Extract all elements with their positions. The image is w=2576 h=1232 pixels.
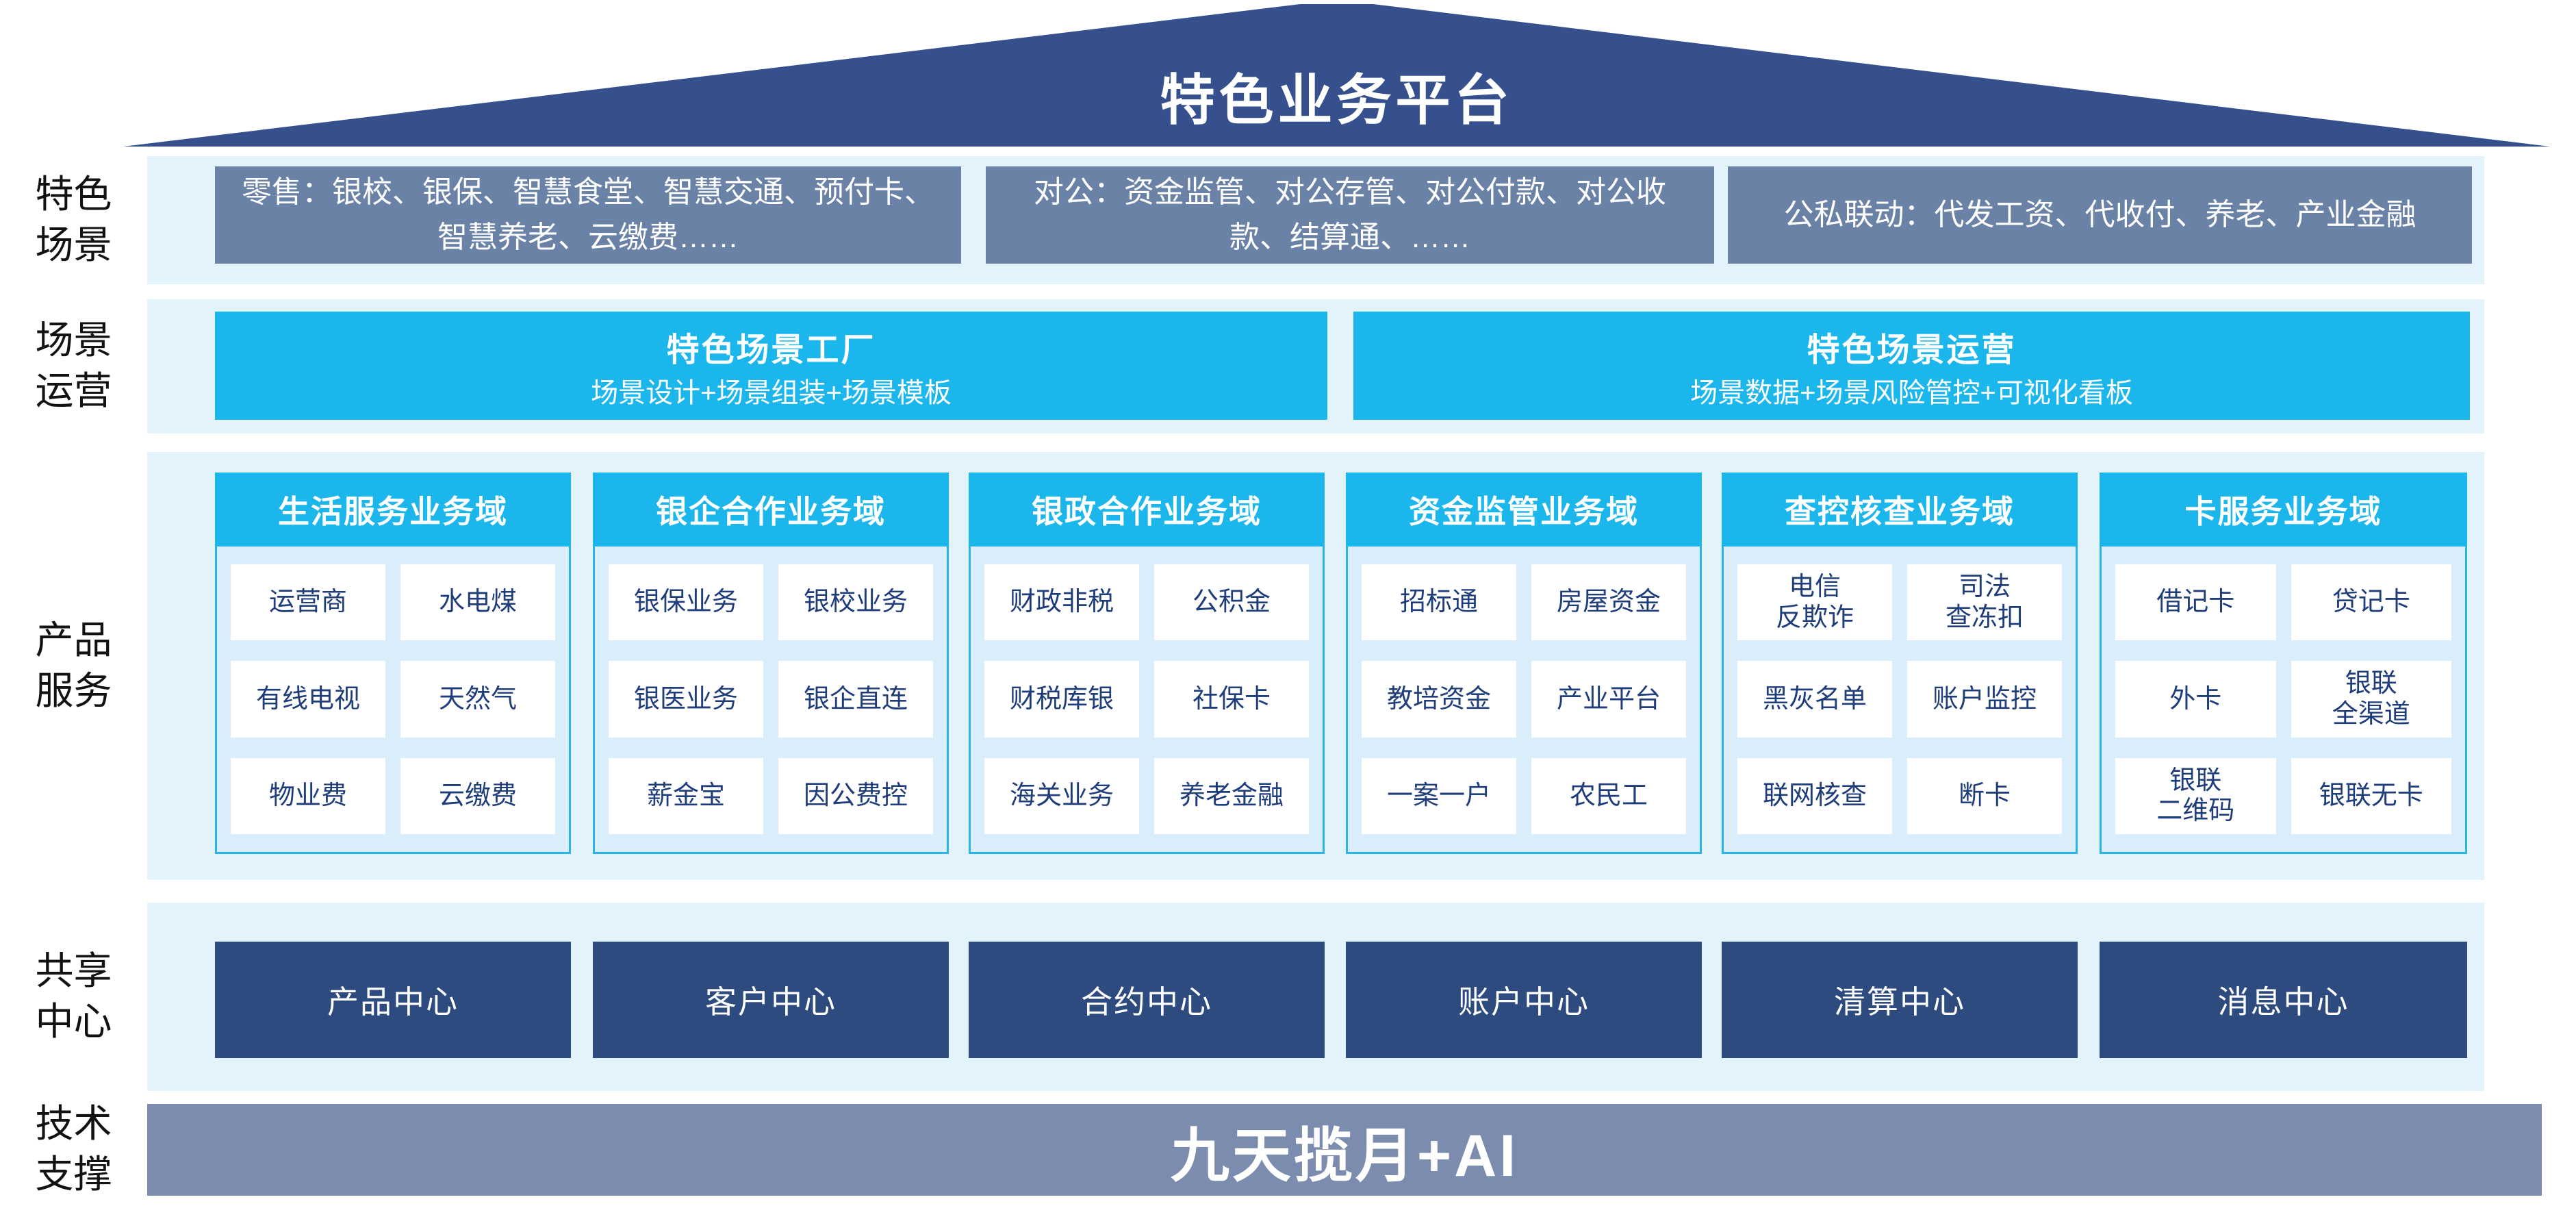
product-cell: 借记卡: [2115, 564, 2276, 641]
share-center-account: 账户中心: [1346, 942, 1702, 1058]
product-column-header: 卡服务业务域: [2100, 473, 2467, 546]
product-column-body: 财政非税 公积金 财税库银 社保卡 海关业务 养老金融: [969, 546, 1325, 854]
operation-box-subtitle: 场景设计+场景组装+场景模板: [591, 378, 952, 408]
share-center-customer: 客户中心: [593, 942, 949, 1058]
tech-support-label: 九天揽月+AI: [1170, 1122, 1519, 1189]
product-column-header: 资金监管业务域: [1346, 473, 1702, 546]
platform-title: 特色业务平台: [1160, 70, 1514, 131]
operation-box-scene-factory: 特色场景工厂 场景设计+场景组装+场景模板: [215, 312, 1327, 420]
operation-box-title: 特色场景运营: [1807, 332, 2017, 368]
product-cell: 房屋资金: [1531, 564, 1686, 641]
product-column-bank-enterprise: 银企合作业务域 银保业务 银校业务 银医业务 银企直连 薪金宝 因公费控: [593, 473, 949, 854]
operation-box-subtitle: 场景数据+场景风险管控+可视化看板: [1690, 378, 2133, 408]
product-cell: 银联 二维码: [2115, 757, 2276, 834]
scene-box-public-private: 公私联动：代发工资、代收付、养老、产业金融: [1728, 166, 2472, 264]
product-cell: 账户监控: [1907, 661, 2062, 738]
product-column-header: 银企合作业务域: [593, 473, 949, 546]
platform-roof: 特色业务平台: [123, 4, 2550, 147]
scene-box-corporate: 对公：资金监管、对公存管、对公付款、对公收款、结算通、……: [986, 166, 1714, 264]
product-cell: 银联 全渠道: [2291, 661, 2451, 738]
product-cell: 农民工: [1531, 757, 1686, 834]
product-column-body: 银保业务 银校业务 银医业务 银企直连 薪金宝 因公费控: [593, 546, 949, 854]
product-cell: 物业费: [231, 757, 385, 834]
product-cell: 外卡: [2115, 661, 2276, 738]
product-cell: 银企直连: [778, 661, 933, 738]
product-column-card-services: 卡服务业务域 借记卡 贷记卡 外卡 银联 全渠道 银联 二维码 银联无卡: [2100, 473, 2467, 854]
product-column-body: 招标通 房屋资金 教培资金 产业平台 一案一户 农民工: [1346, 546, 1702, 854]
product-cell: 水电煤: [400, 564, 555, 641]
product-cell: 黑灰名单: [1737, 661, 1892, 738]
product-cell: 银联无卡: [2291, 757, 2451, 834]
product-cell: 因公费控: [778, 757, 933, 834]
product-column-header: 银政合作业务域: [969, 473, 1325, 546]
product-column-body: 运营商 水电煤 有线电视 天然气 物业费 云缴费: [215, 546, 571, 854]
product-column-fund-supervision: 资金监管业务域 招标通 房屋资金 教培资金 产业平台 一案一户 农民工: [1346, 473, 1702, 854]
product-cell: 养老金融: [1154, 757, 1309, 834]
product-cell: 教培资金: [1362, 661, 1516, 738]
rail-label-product: 产品 服务: [35, 618, 112, 712]
product-cell: 银保业务: [609, 564, 763, 641]
product-cell: 联网核查: [1737, 757, 1892, 834]
product-cell: 断卡: [1907, 757, 2062, 834]
product-column-body: 借记卡 贷记卡 外卡 银联 全渠道 银联 二维码 银联无卡: [2100, 546, 2467, 854]
product-cell: 司法 查冻扣: [1907, 564, 2062, 641]
product-cell: 社保卡: [1154, 661, 1309, 738]
product-column-header: 生活服务业务域: [215, 473, 571, 546]
operation-box-scene-operation: 特色场景运营 场景数据+场景风险管控+可视化看板: [1353, 312, 2470, 420]
share-center-product: 产品中心: [215, 942, 571, 1058]
product-column-body: 电信 反欺诈 司法 查冻扣 黑灰名单 账户监控 联网核查 断卡: [1722, 546, 2078, 854]
product-cell: 云缴费: [400, 757, 555, 834]
share-center-message: 消息中心: [2100, 942, 2467, 1058]
share-center-clearing: 清算中心: [1722, 942, 2078, 1058]
product-column-life-services: 生活服务业务域 运营商 水电煤 有线电视 天然气 物业费 云缴费: [215, 473, 571, 854]
product-cell: 运营商: [231, 564, 385, 641]
product-cell: 产业平台: [1531, 661, 1686, 738]
product-cell: 电信 反欺诈: [1737, 564, 1892, 641]
product-cell: 公积金: [1154, 564, 1309, 641]
product-cell: 海关业务: [984, 757, 1139, 834]
product-cell: 一案一户: [1362, 757, 1516, 834]
product-cell: 天然气: [400, 661, 555, 738]
product-cell: 贷记卡: [2291, 564, 2451, 641]
product-column-bank-government: 银政合作业务域 财政非税 公积金 财税库银 社保卡 海关业务 养老金融: [969, 473, 1325, 854]
product-cell: 有线电视: [231, 661, 385, 738]
product-cell: 财税库银: [984, 661, 1139, 738]
operation-box-title: 特色场景工厂: [666, 332, 876, 368]
product-cell: 薪金宝: [609, 757, 763, 834]
product-column-inquiry-control: 查控核查业务域 电信 反欺诈 司法 查冻扣 黑灰名单 账户监控 联网核查 断卡: [1722, 473, 2078, 854]
product-cell: 银医业务: [609, 661, 763, 738]
rail-label-share: 共享 中心: [35, 949, 112, 1043]
rail-label-tech: 技术 支撑: [35, 1102, 112, 1196]
product-cell: 财政非税: [984, 564, 1139, 641]
share-center-contract: 合约中心: [969, 942, 1325, 1058]
product-column-header: 查控核查业务域: [1722, 473, 2078, 546]
scene-box-retail: 零售：银校、银保、智慧食堂、智慧交通、预付卡、智慧养老、云缴费……: [215, 166, 961, 264]
rail-label-operation: 场景 运营: [35, 318, 112, 412]
product-cell: 银校业务: [778, 564, 933, 641]
product-cell: 招标通: [1362, 564, 1516, 641]
tech-support-bar: 九天揽月+AI: [147, 1104, 2542, 1196]
rail-label-scene: 特色 场景: [35, 173, 112, 266]
